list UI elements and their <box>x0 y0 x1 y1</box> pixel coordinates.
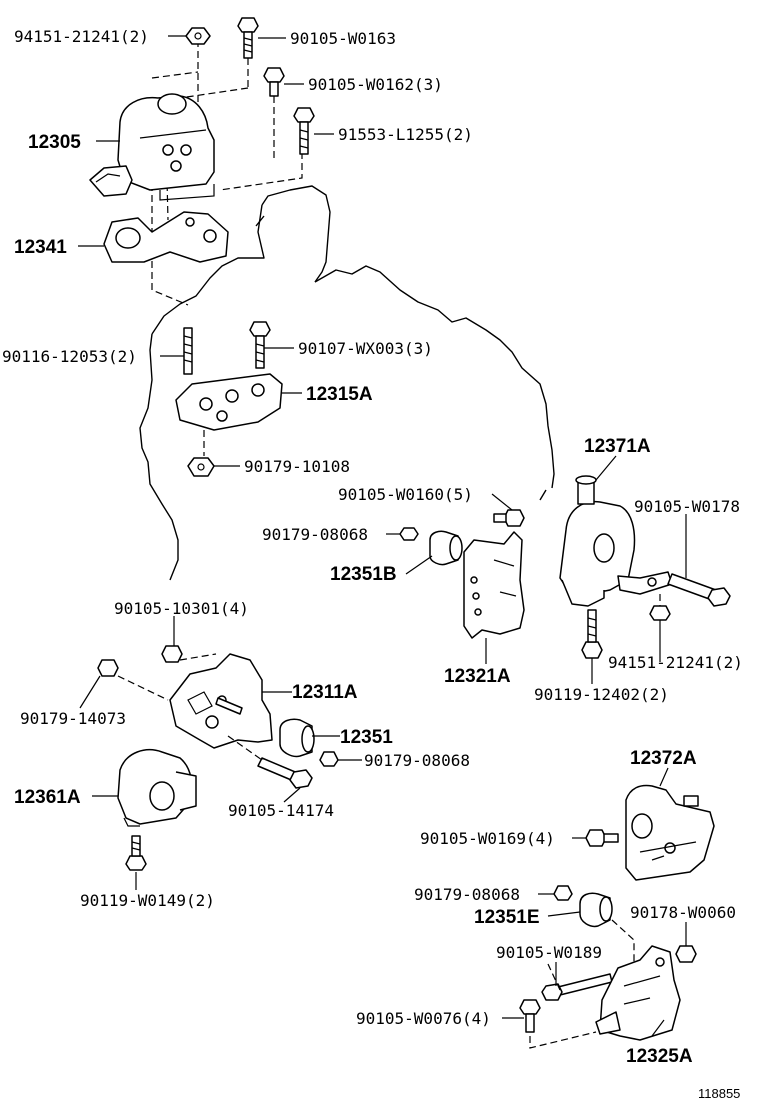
bracket-12341 <box>103 211 229 263</box>
label-90105-W0160: 90105-W0160(5) <box>338 485 473 504</box>
label-12371A: 12371A <box>584 436 651 457</box>
bolt-91553-L1255 <box>293 107 315 155</box>
nut-90179-08068-a <box>399 527 419 541</box>
bushing-12351E <box>579 892 635 968</box>
label-12321A: 12321A <box>444 666 511 687</box>
label-90105-W0163: 90105-W0163 <box>290 29 396 48</box>
label-12351B: 12351B <box>330 564 397 585</box>
label-90105-W0189: 90105-W0189 <box>496 943 602 962</box>
mount-12372A <box>625 784 715 881</box>
label-90105-W0076: 90105-W0076(4) <box>356 1009 491 1028</box>
bolt-90105-W0169 <box>585 829 619 847</box>
dashed-assembly-lines-top <box>151 40 303 306</box>
bolt-90105-W0178 <box>667 573 731 607</box>
label-12311A: 12311A <box>292 682 358 703</box>
label-12351: 12351 <box>340 727 393 748</box>
nut-90179-08068-c <box>553 885 573 901</box>
nut-94151-21241-mid <box>649 594 671 621</box>
bolt-90105-14174 <box>227 735 313 789</box>
stud-90116-12053 <box>183 327 193 375</box>
bolt-90105-10301 <box>161 645 217 663</box>
bracket-12321A <box>463 531 525 639</box>
label-90107-WX003: 90107-WX003(3) <box>298 339 433 358</box>
engine-outline <box>139 185 555 581</box>
label-12361A: 12361A <box>14 787 81 808</box>
bolt-90107-WX003 <box>249 321 271 369</box>
label-90179-10108: 90179-10108 <box>244 457 350 476</box>
bolt-90105-W0163 <box>237 17 259 59</box>
mount-12305 <box>89 93 215 201</box>
nut-94151-21241-top <box>185 27 211 45</box>
bolt-90119-12402 <box>581 609 603 659</box>
label-12351E: 12351E <box>474 907 540 928</box>
nut-90179-08068-b <box>319 751 339 767</box>
label-12305: 12305 <box>28 132 81 153</box>
label-90178-W0060: 90178-W0060 <box>630 903 736 922</box>
label-90179-14073: 90179-14073 <box>20 709 126 728</box>
bracket-12325A <box>595 945 681 1041</box>
nut-90179-10108 <box>187 457 215 477</box>
bolt-90105-W0160 <box>493 509 525 527</box>
label-12325A: 12325A <box>626 1046 693 1067</box>
part-number-labels: 94151-21241(2) 90105-W0163 90105-W0162(3… <box>2 27 743 1101</box>
bolt-90105-W0189 <box>541 963 613 1001</box>
nut-90179-14073 <box>97 659 169 701</box>
bolt-90105-W0162 <box>263 67 285 97</box>
label-90119-W0149: 90119-W0149(2) <box>80 891 215 910</box>
bracket-12315A <box>175 373 283 456</box>
nut-90178-W0060 <box>675 945 697 963</box>
label-90105-10301: 90105-10301(4) <box>114 599 249 618</box>
mount-12371A <box>559 475 673 607</box>
label-12315A: 12315A <box>306 384 373 405</box>
label-90119-12402: 90119-12402(2) <box>534 685 669 704</box>
label-90105-W0178: 90105-W0178 <box>634 497 740 516</box>
label-12341: 12341 <box>14 237 67 258</box>
label-90105-14174: 90105-14174 <box>228 801 334 820</box>
mount-12361A <box>117 749 197 827</box>
bolt-90105-W0076 <box>519 999 597 1049</box>
label-91553-L1255: 91553-L1255(2) <box>338 125 473 144</box>
figure-number: 118855 <box>698 1086 740 1101</box>
label-90179-08068-c: 90179-08068 <box>414 885 520 904</box>
label-12372A: 12372A <box>630 748 697 769</box>
label-94151-21241-mid: 94151-21241(2) <box>608 653 743 672</box>
label-94151-21241-top: 94151-21241(2) <box>14 27 149 46</box>
label-90105-W0169: 90105-W0169(4) <box>420 829 555 848</box>
bracket-12311A <box>169 653 273 749</box>
leader-lines <box>78 35 687 1037</box>
label-90179-08068-a: 90179-08068 <box>262 525 368 544</box>
bolt-90119-W0149 <box>125 835 147 871</box>
label-90116-12053: 90116-12053(2) <box>2 347 137 366</box>
label-90179-08068-b: 90179-08068 <box>364 751 470 770</box>
bushing-12351 <box>279 718 315 758</box>
label-90105-W0162: 90105-W0162(3) <box>308 75 443 94</box>
bushing-12351B <box>429 530 463 566</box>
